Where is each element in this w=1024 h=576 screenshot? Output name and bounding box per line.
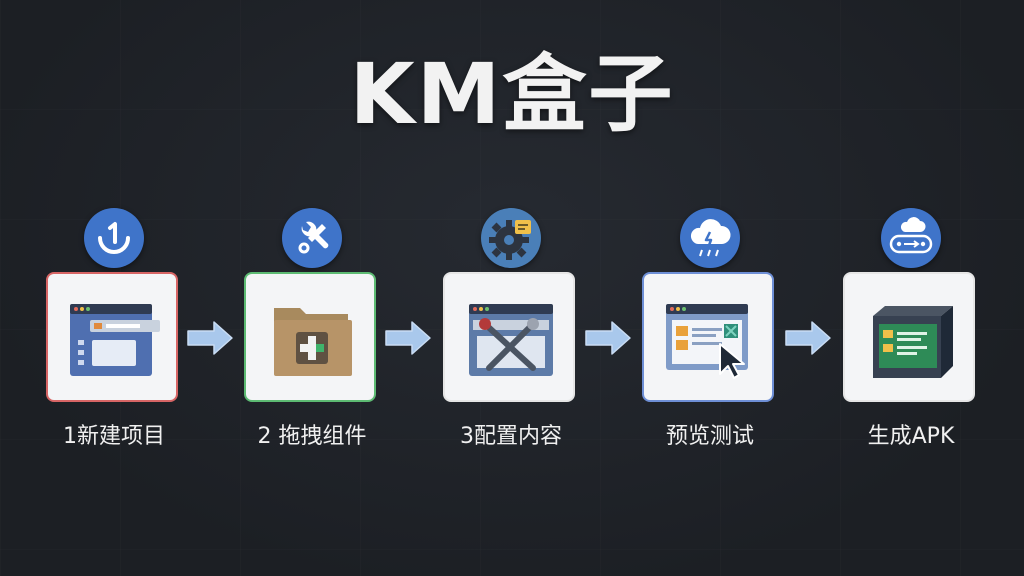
folder-plus-icon (274, 308, 352, 376)
step-label: 预览测试 (665, 424, 754, 449)
step-card-build-apk (843, 272, 975, 402)
step-card-drag-components (244, 272, 376, 402)
step-label: 3配置内容 (460, 424, 562, 449)
arrow-right-icon (585, 321, 631, 355)
cursor-window-icon (666, 304, 748, 379)
step-preview-test: 预览测试 (642, 0, 778, 460)
browser-window-icon (70, 304, 160, 376)
page-title: KM盒子 (349, 45, 675, 143)
step-label: 1新建项目 (63, 424, 165, 449)
tools-window-icon (469, 304, 553, 376)
arrow-right-icon (785, 321, 831, 355)
arrow-right-icon (187, 321, 233, 355)
step-drag-components: 2 拖拽组件 (244, 0, 380, 460)
box-icon (873, 306, 953, 378)
step-card-preview-test (642, 272, 774, 402)
gear-icon (481, 208, 541, 268)
wrench-icon (282, 208, 342, 268)
step-card-configure-content (443, 272, 575, 402)
step-label: 生成APK (867, 424, 955, 449)
step-label: 2 拖拽组件 (257, 424, 367, 449)
cloud-icon (680, 208, 740, 268)
step-card-new-project (46, 272, 178, 402)
number-one-icon (84, 208, 144, 268)
step-new-project: 1新建项目 (46, 0, 182, 460)
step-build-apk: 生成APK (843, 0, 979, 460)
arrow-right-icon (385, 321, 431, 355)
step-configure-content: 3配置内容 (443, 0, 579, 460)
cloud-package-icon (881, 208, 941, 268)
